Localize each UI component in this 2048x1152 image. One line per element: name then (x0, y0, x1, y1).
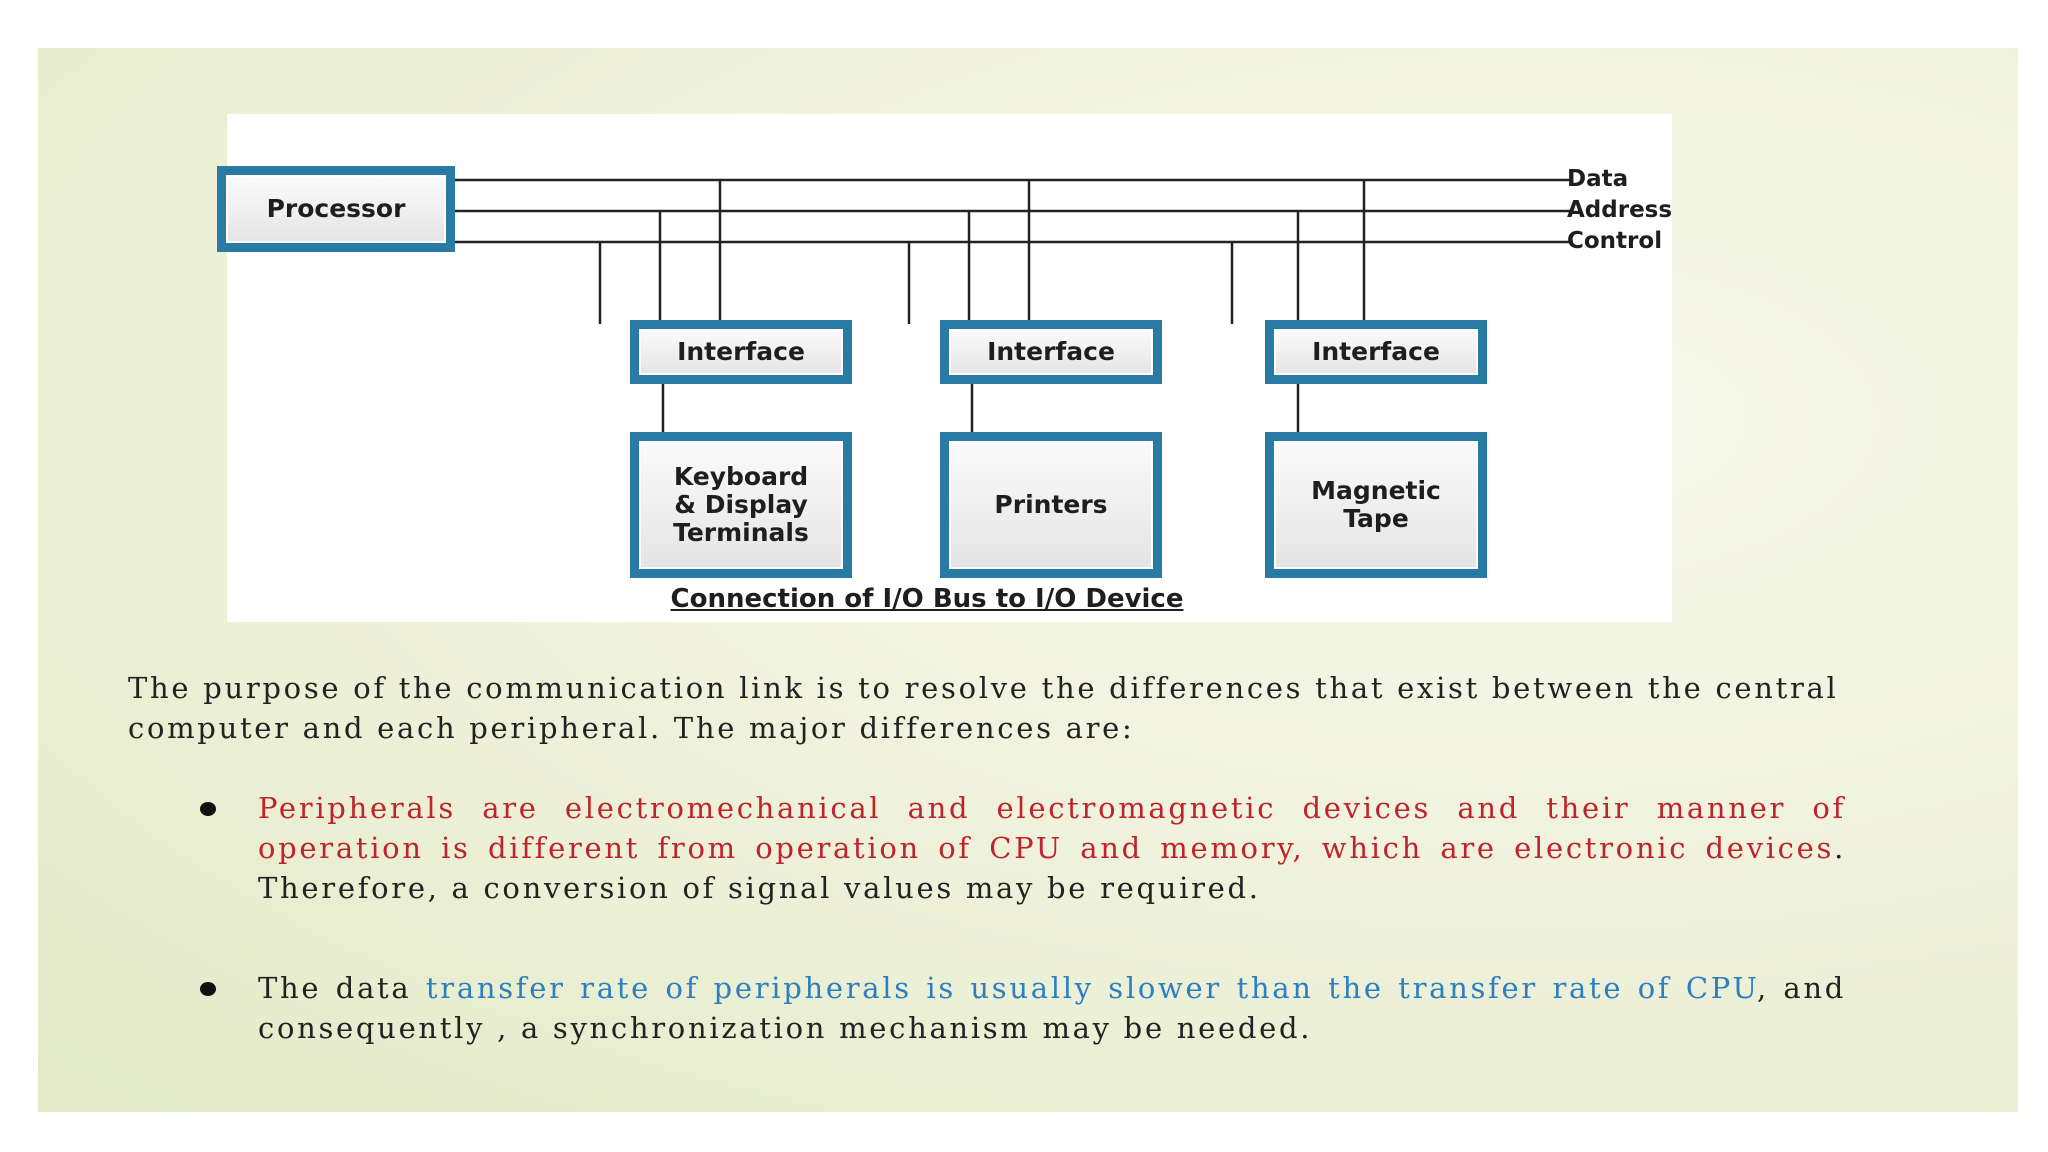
interface-box-2: Interface (940, 320, 1162, 384)
keyboard-display-terminals-box: Keyboard & Display Terminals (630, 432, 852, 578)
bullet-2-rest: , and consequently , a synchronization m… (258, 971, 1847, 1045)
intro-paragraph: The purpose of the communication link is… (128, 671, 1839, 745)
interface-box-3: Interface (1265, 320, 1487, 384)
device-1-line-2: & Display (674, 490, 808, 519)
device-1-line-1: Keyboard (673, 462, 809, 491)
magnetic-tape-box: Magnetic Tape (1265, 432, 1487, 578)
control-bus-label: Control (1567, 228, 1663, 254)
bullet-1-highlight: Peripherals are electromechanical and el… (258, 791, 1846, 865)
device-1-line-3: Terminals (673, 518, 809, 547)
bullet-1-rest: . Therefore, a conversion of signal valu… (258, 831, 1846, 905)
device-2-line-1: Printers (994, 490, 1108, 519)
address-bus-label: Address (1567, 197, 1673, 223)
processor-box: Processor (217, 166, 455, 252)
diagram-caption: Connection of I/O Bus to I/O Device (670, 584, 1184, 614)
interface-box-1: Interface (630, 320, 852, 384)
io-bus-diagram: Processor Data Address Control Interface… (217, 114, 1673, 622)
bus-lines (393, 178, 1572, 434)
bullet-dot-icon (200, 982, 216, 996)
device-3-line-1: Magnetic (1311, 476, 1441, 505)
slide: Processor Data Address Control Interface… (38, 48, 2018, 1112)
printers-box: Printers (940, 432, 1162, 578)
bullet-dot-icon (200, 802, 216, 816)
data-bus-label: Data (1567, 166, 1629, 192)
bullet-item-2: The data transfer rate of peripherals is… (200, 968, 1847, 1048)
bullet-item-1: Peripherals are electromechanical and el… (200, 788, 1846, 908)
bullet-2-lead: The data (258, 971, 426, 1005)
bullet-2-highlight: transfer rate of peripherals is usually … (425, 971, 1757, 1005)
device-3-line-2: Tape (1343, 504, 1409, 533)
